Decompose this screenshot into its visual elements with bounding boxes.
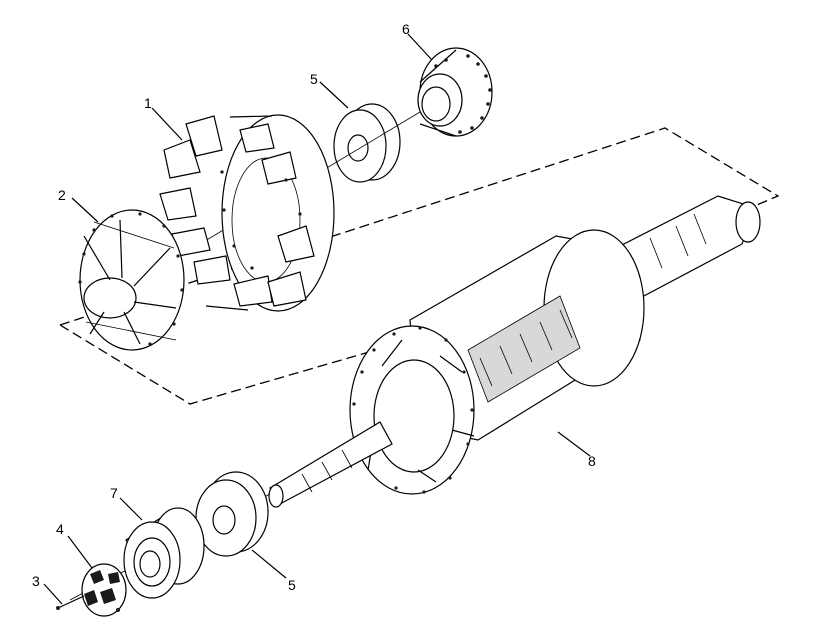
callout-1: 1 [144,95,152,111]
leader-lines [43,33,591,605]
callout-4: 4 [56,521,64,537]
spacer-ring-top-part-5 [333,103,401,183]
callout-7: 7 [110,485,118,501]
coupling-hub-part-6 [417,47,493,137]
screw-part-3 [56,595,85,610]
callout-3: 3 [32,573,40,589]
rotor-assembly-part-8 [268,195,761,508]
callout-numbers: 1 2 3 4 5 5 6 7 8 [32,21,596,593]
callout-2: 2 [58,187,66,203]
fan-hub-part-2 [78,209,185,351]
spacer-ring-bottom-part-5 [195,471,269,557]
callout-5-top: 5 [310,71,318,87]
bearing-part-7 [123,507,205,599]
rectifier-assembly-part-4 [81,563,127,617]
callout-6: 6 [402,21,410,37]
callout-8: 8 [588,453,596,469]
callout-5-bottom: 5 [288,577,296,593]
fan-impeller-part-1 [159,114,335,312]
